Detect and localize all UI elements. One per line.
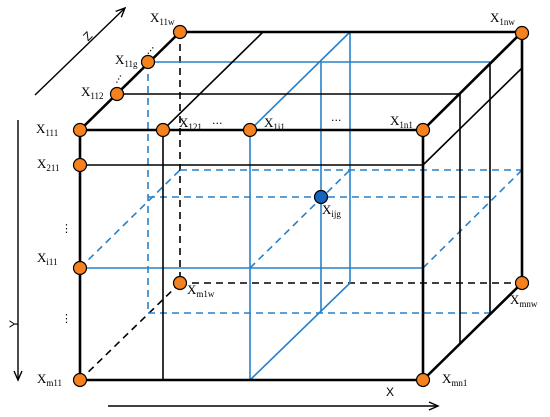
- label-xmn1-base: X: [442, 371, 452, 386]
- node-labels: X11w X1nw X11g X112 X111 X121 X1i1 X1n1 …: [36, 10, 538, 388]
- label-x1nw-sub: 1nw: [499, 17, 515, 27]
- z-axis-line: [34, 7, 126, 96]
- label-xi11: Xi11: [37, 250, 58, 267]
- node-xmnw: [514, 275, 530, 291]
- node-x112: [109, 86, 125, 102]
- node-xi11: [72, 260, 88, 276]
- label-xmn1: Xmn1: [442, 371, 467, 388]
- ellipsis-depth-1: ...: [140, 41, 157, 57]
- label-x1nw-base: X: [490, 10, 500, 25]
- node-x11w: [172, 24, 188, 40]
- node-xm11: [72, 372, 88, 388]
- black-grid: [80, 31, 523, 380]
- label-x111: X111: [36, 121, 58, 138]
- node-x1nw: [514, 25, 530, 41]
- label-x1i1: X1i1: [264, 115, 285, 132]
- label-x112-sub: 112: [90, 91, 103, 101]
- right-row-2-depth-line: [422, 67, 523, 166]
- label-xm11-sub: m11: [46, 378, 62, 388]
- label-xijg-sub: ijg: [331, 209, 341, 219]
- label-x121-base: X: [179, 115, 189, 130]
- label-xijg: Xijg: [322, 202, 341, 219]
- row-i-column-j-depth-line: [249, 169, 351, 269]
- bottom-column-i-depth-line: [249, 282, 351, 381]
- label-x112: X112: [81, 84, 104, 101]
- node-xijg: [313, 189, 329, 205]
- label-x111-base: X: [36, 121, 46, 136]
- axes: Z Y X: [7, 6, 440, 411]
- node-x121: [155, 122, 171, 138]
- label-x211-sub: 211: [46, 163, 59, 173]
- node-x11g: [140, 54, 156, 70]
- y-axis-label: Y: [7, 320, 21, 328]
- left-row-i-depth-line: [79, 169, 181, 269]
- label-xmnw-sub: mnw: [519, 299, 538, 309]
- node-x1n1: [415, 122, 431, 138]
- ellipsis-top-row-2: ...: [331, 111, 342, 124]
- label-xijg-base: X: [322, 202, 332, 217]
- label-xmn1-sub: mn1: [451, 378, 467, 388]
- bottom-right-depth-edge: [421, 281, 524, 382]
- label-xmnw: Xmnw: [510, 292, 538, 309]
- label-x1nw: X1nw: [490, 10, 515, 27]
- top-right-depth-edge: [421, 30, 524, 132]
- z-axis-arrowhead: [115, 6, 127, 18]
- label-x11g: X11g: [115, 52, 138, 69]
- label-x111-sub: 111: [45, 128, 58, 138]
- hidden-edges: [79, 32, 522, 381]
- bottom-left-depth-edge: [79, 282, 181, 381]
- node-xmn1: [415, 372, 431, 388]
- label-xi11-sub: i11: [46, 257, 57, 267]
- label-xmnw-base: X: [510, 292, 520, 307]
- ellipsis-markers: ... ... ⋮ ⋮ ... ...: [61, 41, 342, 325]
- grid-nodes: [72, 24, 530, 388]
- label-x11w-base: X: [150, 10, 160, 25]
- label-xm1w: Xm1w: [187, 282, 215, 299]
- ellipsis-top-row-1: ...: [212, 114, 223, 127]
- ellipsis-left-column-2: ⋮: [61, 312, 72, 325]
- label-x11w: X11w: [150, 10, 175, 27]
- label-xm11-base: X: [37, 371, 47, 386]
- label-xm1w-base: X: [187, 282, 197, 297]
- y-axis-arrowhead: [13, 370, 23, 382]
- label-x211-base: X: [37, 156, 47, 171]
- ellipsis-left-column-1: ⋮: [61, 222, 72, 235]
- node-xm1w: [172, 275, 188, 291]
- label-x11g-sub: 11g: [124, 59, 138, 69]
- label-x112-base: X: [81, 84, 91, 99]
- z-axis-label: Z: [80, 29, 95, 44]
- outer-edges: [78, 30, 524, 382]
- ellipsis-depth-2: ...: [108, 70, 125, 86]
- label-xi11-base: X: [37, 250, 47, 265]
- label-x211: X211: [37, 156, 60, 173]
- right-row-i-depth-line: [422, 169, 523, 269]
- label-x121: X121: [179, 115, 202, 132]
- x-axis-arrowhead: [428, 401, 440, 411]
- top-left-depth-edge: [78, 30, 182, 132]
- label-x1i1-sub: 1i1: [273, 122, 285, 132]
- label-x11w-sub: 11w: [159, 17, 175, 27]
- top-column-2-depth-line: [162, 31, 264, 131]
- label-x1n1-sub: 1n1: [399, 120, 413, 130]
- label-x1i1-base: X: [264, 115, 274, 130]
- label-x11g-base: X: [115, 52, 125, 67]
- label-xm11: Xm11: [37, 371, 62, 388]
- x-axis-label: X: [386, 385, 394, 399]
- label-xm1w-sub: m1w: [196, 289, 215, 299]
- label-x1n1: X1n1: [390, 113, 413, 130]
- node-x111: [72, 122, 88, 138]
- label-x121-sub: 121: [188, 122, 202, 132]
- node-x211: [72, 157, 88, 173]
- highlight-grid: [79, 31, 523, 381]
- node-x1i1: [242, 122, 258, 138]
- top-column-i-depth-line: [249, 31, 351, 131]
- label-x1n1-base: X: [390, 113, 400, 128]
